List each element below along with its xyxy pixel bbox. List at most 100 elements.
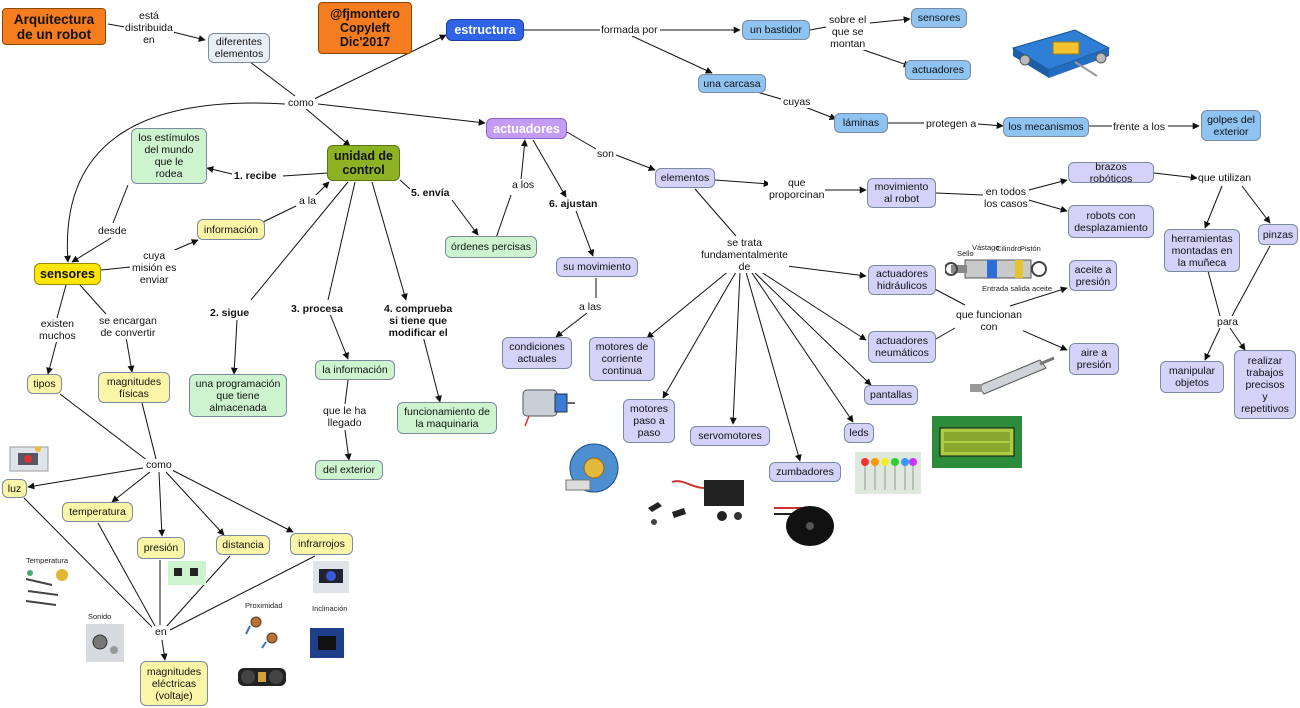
cylinder-caption-entrada: Entrada salida aceite — [982, 284, 1053, 293]
node-magnitudes-electricas[interactable]: magnitudes eléctricas (voltaje) — [140, 661, 208, 706]
node-los-mecanismos[interactable]: los mecanismos — [1003, 117, 1089, 137]
node-motores-cc[interactable]: motores de corriente continua — [589, 337, 655, 381]
phrase-que-proporcinan: que proporcinan — [768, 177, 826, 201]
phrase-comprueba: 4. comprueba si tiene que modificar el — [383, 303, 454, 339]
light-sensor-image — [9, 446, 49, 472]
node-condiciones[interactable]: condiciones actuales — [502, 337, 572, 369]
node-temperatura[interactable]: temperatura — [62, 502, 133, 522]
node-zumbadores[interactable]: zumbadores — [769, 462, 841, 482]
phrase-desde: desde — [97, 225, 128, 237]
node-sensores-top[interactable]: sensores — [911, 8, 967, 28]
phrase-a-la: a la — [298, 195, 317, 207]
node-laminas[interactable]: láminas — [834, 113, 888, 133]
caption-sonido: Sonido — [88, 612, 112, 621]
node-ordenes[interactable]: órdenes percisas — [445, 236, 537, 258]
node-una-carcasa[interactable]: una carcasa — [698, 74, 766, 93]
cylinder-caption-cilindro: Cilindro — [996, 244, 1022, 253]
node-un-bastidor[interactable]: un bastidor — [742, 20, 810, 40]
phrase-que-utilizan: que utilizan — [1197, 172, 1253, 184]
phrase-cuya-mision: cuya misión es enviar — [131, 250, 178, 286]
phrase-a-los: a los — [511, 179, 536, 191]
phrase-recibe: 1. recibe — [233, 170, 278, 182]
node-estructura[interactable]: estructura — [446, 19, 524, 41]
node-aceite[interactable]: aceite a presión — [1069, 260, 1117, 291]
node-desplazamiento[interactable]: robots con desplazamiento — [1068, 205, 1154, 238]
phrase-en-todos: en todos los casos — [983, 186, 1029, 210]
phrase-existen-muchos: existen muchos — [38, 318, 77, 342]
phrase-se-encargan: se encargan de convertir — [98, 315, 158, 339]
phrase-sobre-el: sobre el que se montan — [828, 14, 868, 50]
caption-proximidad: Proximidad — [245, 601, 283, 610]
node-actuadores[interactable]: actuadores — [486, 118, 567, 139]
node-informacion[interactable]: información — [197, 219, 265, 240]
node-realizar[interactable]: realizar trabajos precisos y repetitivos — [1234, 350, 1296, 419]
node-la-informacion[interactable]: la información — [315, 360, 395, 380]
node-magnitudes-fisicas[interactable]: magnitudes físicas — [98, 372, 170, 403]
node-neumaticos[interactable]: actuadores neumáticos — [868, 331, 936, 363]
infrared-sensor-image — [313, 561, 349, 593]
cylinder-caption-piston: Pistón — [1020, 244, 1041, 253]
phrase-procesa: 3. procesa — [290, 303, 344, 315]
node-tipos[interactable]: tipos — [27, 374, 62, 394]
node-motores-pap[interactable]: motores paso a paso — [623, 399, 675, 443]
phrase-que-le-ha: que le ha llegado — [322, 405, 368, 429]
cylinder-caption-sello: Sello — [957, 249, 974, 258]
pressure-sensor-image — [168, 561, 206, 585]
dc-motor-image — [522, 389, 575, 427]
pneumatic-cylinder-image — [970, 356, 1055, 395]
phrase-a-las: a las — [578, 301, 603, 313]
node-elementos[interactable]: elementos — [655, 168, 715, 188]
author-credit: @fjmontero Copyleft Dic'2017 — [318, 2, 412, 54]
buzzer-image — [774, 506, 834, 546]
phrase-que-funcionan: que funcionan con — [955, 309, 1023, 333]
node-leds[interactable]: leds — [844, 423, 874, 443]
node-pantallas[interactable]: pantallas — [864, 385, 918, 405]
ultrasonic-sensor-image — [238, 668, 286, 686]
node-luz[interactable]: luz — [2, 479, 27, 498]
node-presion[interactable]: presión — [137, 537, 185, 559]
node-estimulos[interactable]: los estímulos del mundo que le rodea — [131, 128, 207, 184]
node-movimiento-robot[interactable]: movimiento al robot — [867, 178, 936, 208]
node-servomotores[interactable]: servomotores — [690, 426, 770, 446]
servomotor-image — [648, 480, 744, 525]
node-aire[interactable]: aire a presión — [1069, 343, 1119, 375]
node-manipular[interactable]: manipular objetos — [1160, 361, 1224, 393]
phrase-son: son — [596, 148, 615, 160]
phrase-cuyas: cuyas — [782, 96, 812, 108]
node-funcionamiento[interactable]: funcionamiento de la maquinaria — [397, 402, 497, 434]
phrase-sigue: 2. sigue — [209, 307, 251, 319]
temperature-sensors-image — [25, 569, 68, 606]
node-pinzas[interactable]: pinzas — [1258, 224, 1298, 245]
phrase-para: para — [1216, 316, 1240, 328]
node-distancia[interactable]: distancia — [216, 535, 270, 555]
node-herramientas[interactable]: herramientas montadas en la muñeca — [1164, 229, 1240, 272]
sound-sensor-image — [86, 624, 124, 662]
stepper-motor-image — [565, 443, 619, 493]
phrase-protegen-a: protegen a — [925, 118, 978, 130]
node-brazos[interactable]: brazos robóticos — [1068, 161, 1154, 185]
phrase-se-trata: se trata fundamentalmente de — [700, 237, 789, 273]
phrase-esta-distribuida: está distribuida en — [124, 10, 174, 46]
caption-inclinacion: Inclinación — [312, 604, 348, 613]
proximity-sensor-image — [245, 616, 278, 649]
node-actuadores-top[interactable]: actuadores — [905, 60, 971, 80]
node-sensores[interactable]: sensores — [34, 263, 101, 285]
node-hidraulicos[interactable]: actuadores hidráulicos — [868, 265, 936, 295]
phrase-formada-por: formada por — [600, 24, 659, 36]
map-title: Arquitectura de un robot — [2, 8, 106, 45]
node-del-exterior[interactable]: del exterior — [315, 460, 383, 480]
node-programacion[interactable]: una programación que tiene almacenada — [189, 374, 287, 417]
lcd-display-image — [932, 416, 1022, 468]
phrase-como-top: como — [287, 97, 315, 109]
node-infrarrojos[interactable]: infrarrojos — [290, 533, 353, 555]
node-unidad-control[interactable]: unidad de control — [327, 145, 400, 181]
cylinder-caption-vastago: Vástago — [972, 243, 1000, 252]
node-diferentes-elementos[interactable]: diferentes elementos — [208, 33, 270, 63]
node-su-movimiento[interactable]: su movimiento — [556, 257, 638, 277]
phrase-envia: 5. envía — [410, 187, 451, 199]
phrase-como-bottom: como — [145, 459, 173, 471]
phrase-frente-a-los: frente a los — [1112, 121, 1166, 133]
phrase-en: en — [154, 626, 168, 638]
node-golpes-exterior[interactable]: golpes del exterior — [1201, 110, 1261, 141]
phrase-ajustan: 6. ajustan — [548, 198, 599, 210]
